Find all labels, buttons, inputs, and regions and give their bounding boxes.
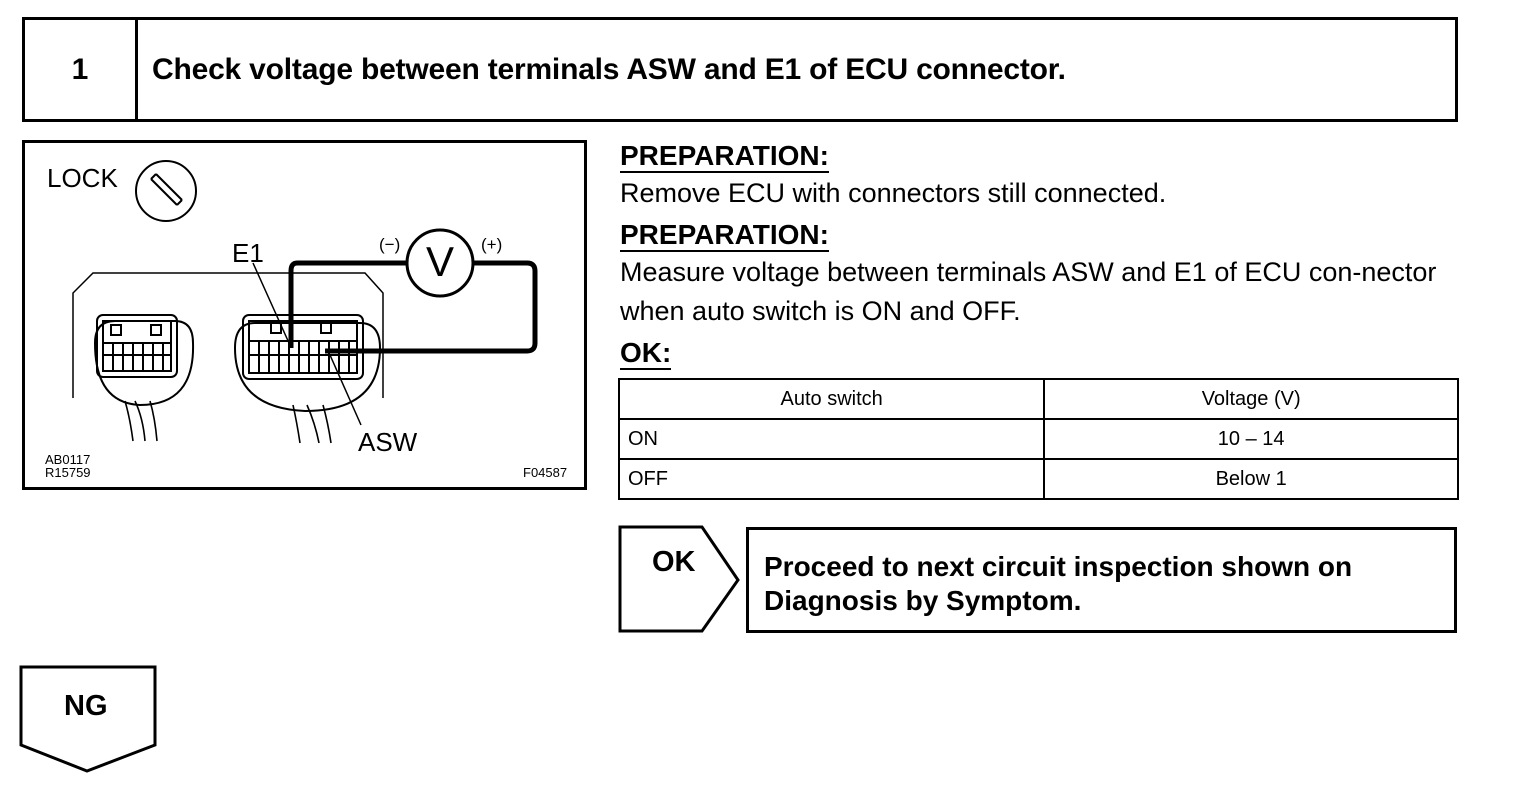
asw-label: ASW	[358, 427, 418, 457]
column-header-voltage: Voltage (V)	[1043, 378, 1459, 420]
lock-label: LOCK	[47, 163, 118, 193]
asw-pointer	[329, 354, 362, 426]
ng-label: NG	[64, 690, 108, 722]
lock-icon	[135, 160, 197, 222]
figure-code-left-1: AB0117	[45, 452, 91, 467]
preparation-text-2: Measure voltage between terminals ASW an…	[620, 257, 1437, 326]
ok-arrow-box	[618, 525, 740, 633]
step-title: Check voltage between terminals ASW and …	[152, 52, 1066, 86]
cell-switch-state: OFF	[617, 458, 1046, 500]
column-header-auto-switch: Auto switch	[617, 378, 1046, 420]
left-connector	[93, 314, 195, 407]
preparation-heading-2: PREPARATION:	[620, 219, 829, 252]
figure-code-right: F04587	[523, 465, 568, 480]
meter-label: V	[426, 238, 455, 285]
cell-switch-state: ON	[617, 418, 1046, 460]
cell-voltage: Below 1	[1043, 458, 1459, 500]
ok-label: OK	[652, 546, 696, 578]
table-row: ON 10 – 14	[617, 418, 1459, 460]
positive-lead	[325, 260, 538, 354]
step-header: 1 Check voltage between terminals ASW an…	[22, 17, 1458, 122]
connector-diagram: LOCK E1 ASW (−) (+) V AB0117 R15759 F045…	[22, 140, 587, 490]
cell-voltage: 10 – 14	[1043, 418, 1459, 460]
ok-result-text: Proceed to next circuit inspection shown…	[746, 527, 1457, 633]
plus-label: (+)	[481, 235, 503, 254]
voltage-spec-table: Auto switch Voltage (V) ON 10 – 14 OFF B…	[617, 378, 1459, 500]
e1-pointer	[252, 262, 290, 344]
figure-code-left-2: R15759	[45, 465, 91, 480]
right-harness	[292, 404, 332, 444]
lock-slot	[150, 173, 183, 206]
table-header-row: Auto switch Voltage (V)	[617, 378, 1459, 420]
table-row: OFF Below 1	[617, 458, 1459, 500]
preparation-heading-1: PREPARATION:	[620, 140, 829, 173]
right-connector	[233, 314, 382, 413]
ok-heading: OK:	[620, 337, 672, 370]
e1-label: E1	[232, 238, 264, 268]
ecu-body	[72, 272, 384, 398]
preparation-text-1: Remove ECU with connectors still connect…	[620, 178, 1167, 208]
negative-lead	[288, 260, 407, 348]
ng-arrow-box	[19, 665, 157, 773]
left-harness	[124, 400, 158, 442]
diagram-drawing	[72, 160, 538, 444]
minus-label: (−)	[379, 235, 401, 254]
step-number: 1	[25, 20, 138, 119]
